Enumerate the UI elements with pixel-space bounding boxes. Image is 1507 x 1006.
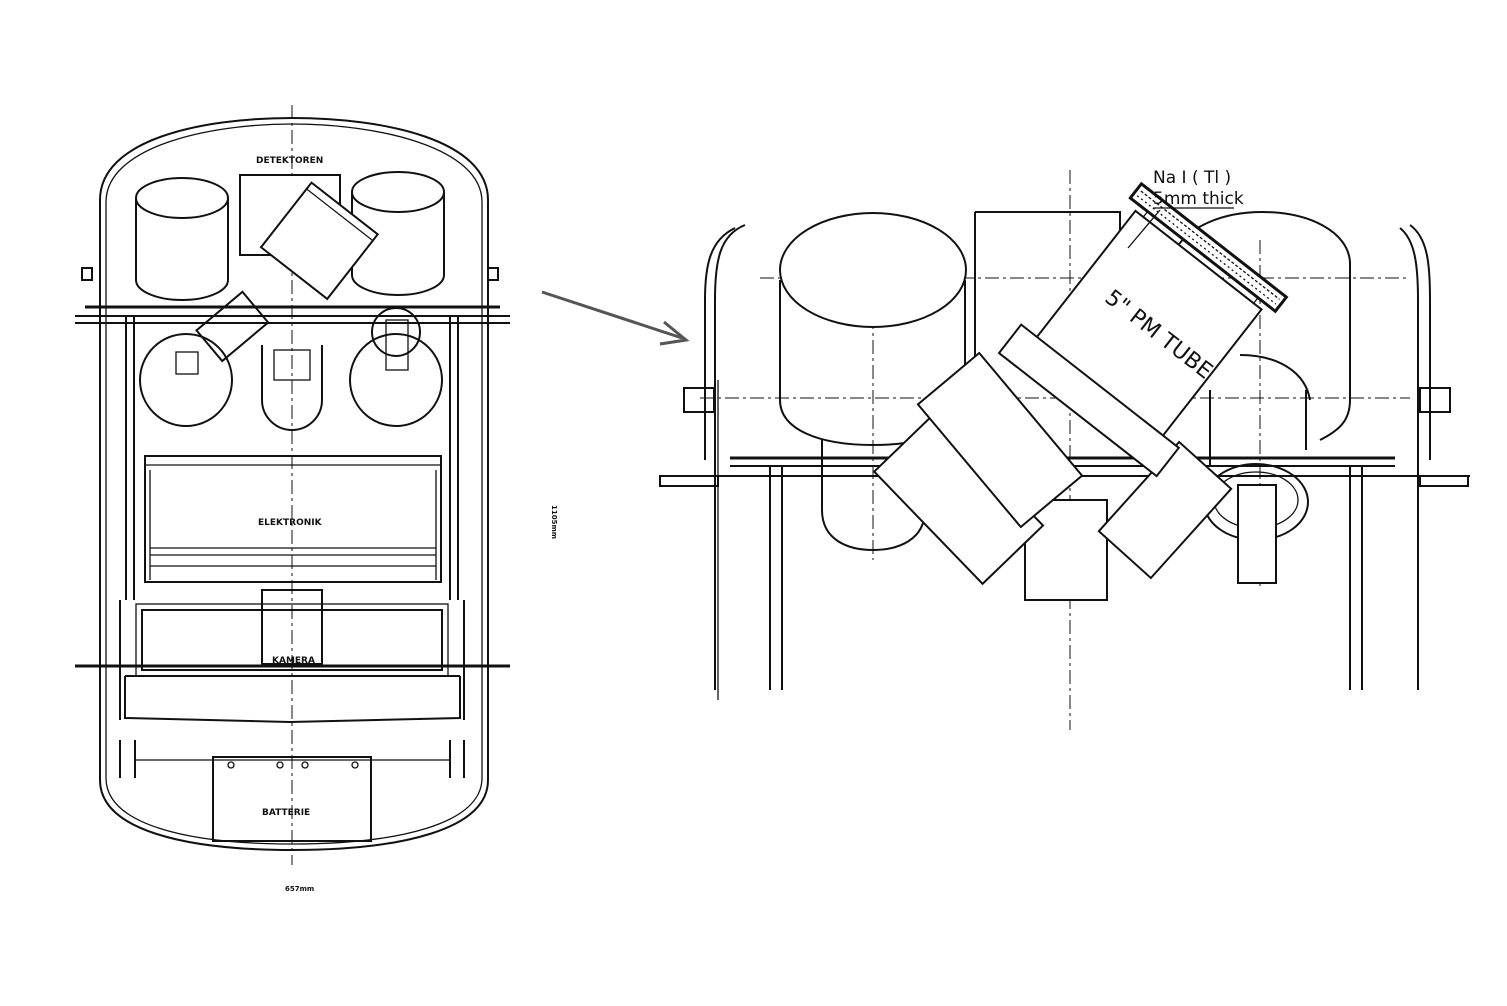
label-battery: BATTERIE <box>262 808 310 818</box>
crystal-label-line2: 5mm thick <box>1153 189 1244 209</box>
detail-arrow <box>541 290 690 346</box>
battery-box <box>212 756 372 842</box>
crystal-label-line1: Na I ( Tl ) <box>1153 168 1231 188</box>
detail-right-angled-tube <box>1097 440 1233 580</box>
detector-detail-drawing: 5" PM TUBE Na I ( Tl ) 5mm thick <box>659 168 1470 730</box>
camera-housing <box>141 609 443 671</box>
detector-tilted-tube <box>259 181 380 301</box>
nai-crystal <box>1128 181 1289 314</box>
pm-tube-center <box>261 345 323 431</box>
dimension-width: 657mm <box>285 885 314 893</box>
dimension-height: 1105mm <box>550 505 558 539</box>
detail-shell-left <box>714 224 746 690</box>
label-detectors: DETEKTOREN <box>256 156 323 166</box>
label-electronics: ELEKTRONIK <box>258 518 323 528</box>
detail-shell-right <box>1399 227 1419 690</box>
gondola-outer-shell <box>99 116 489 852</box>
pm-tube-left <box>139 333 233 427</box>
detail-right-cylinder <box>1174 210 1351 441</box>
detector-left-cylinder <box>135 177 229 301</box>
label-camera: KAMERA <box>272 656 315 666</box>
electronics-box <box>144 455 442 583</box>
detector-right-cylinder <box>351 171 445 296</box>
detail-right-lower-tube <box>1203 354 1311 584</box>
pm-tube-right <box>349 333 443 427</box>
camera-body <box>261 589 323 665</box>
detail-pm-tube: 5" PM TUBE <box>997 181 1289 478</box>
detail-center-stem <box>1024 499 1108 601</box>
gondola-drawing: DETEKTOREN ELEKTRONIK KAMERA BATTERIE 11… <box>75 105 558 893</box>
